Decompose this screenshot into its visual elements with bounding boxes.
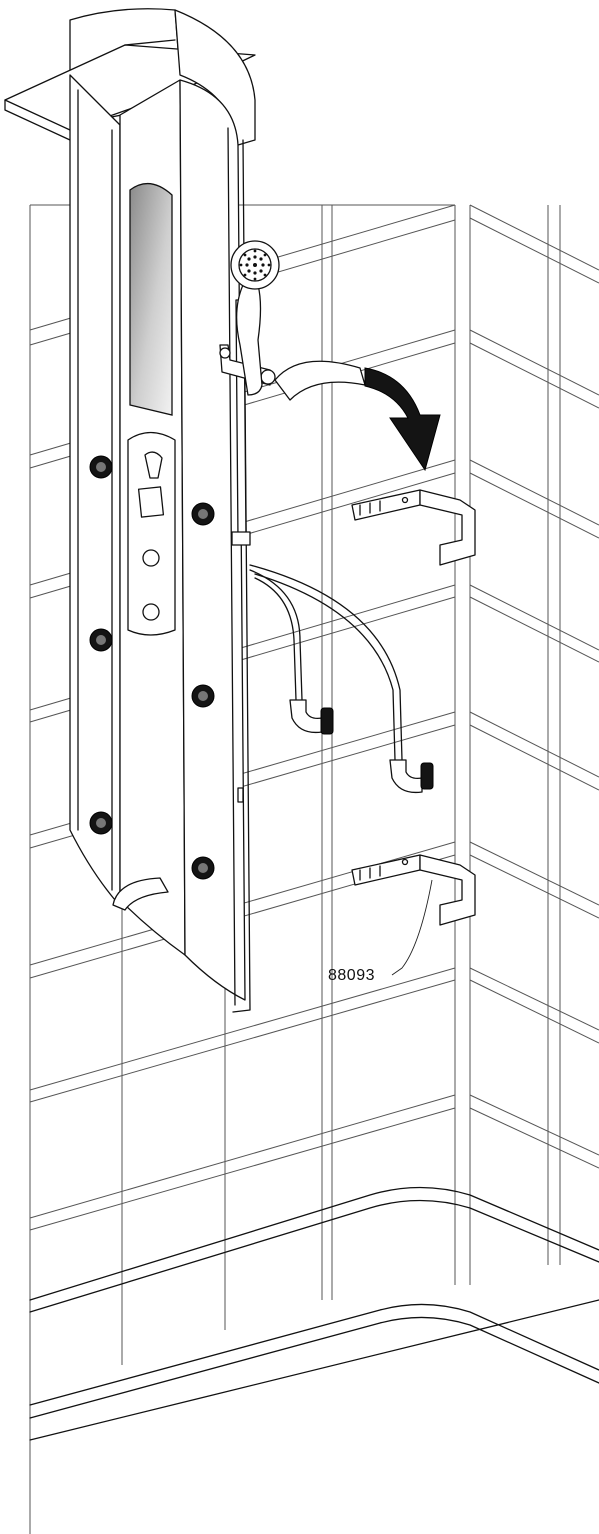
body-jet-2 — [89, 628, 113, 652]
control-knob-upper — [142, 549, 160, 567]
hand-shower-handle — [236, 284, 263, 396]
control-knob-lower — [142, 603, 160, 621]
supply-hoses — [249, 564, 434, 794]
side-slot — [237, 787, 244, 803]
tub-spout — [112, 877, 169, 911]
body-jet-4 — [191, 502, 215, 526]
wall-bracket-upper — [351, 489, 476, 566]
hand-shower-assembly — [219, 240, 280, 546]
elbow-fitting-right — [389, 759, 434, 794]
shower-panel — [4, 8, 256, 1013]
body-jet-5 — [191, 684, 215, 708]
hose-connector — [231, 531, 251, 546]
body-jet-1 — [89, 455, 113, 479]
bathtub — [29, 1186, 599, 1441]
mount-direction-arrow — [274, 360, 441, 472]
mirror-panel — [129, 183, 173, 416]
part-number-label: 88093 — [328, 967, 375, 984]
part-callout: 88093 — [328, 879, 433, 984]
wall-bracket-lower — [351, 854, 476, 926]
elbow-fitting-left — [289, 699, 334, 735]
body-jet-3 — [89, 811, 113, 835]
body-jet-6 — [191, 856, 215, 880]
control-plate — [127, 431, 176, 636]
display-screen — [137, 486, 165, 518]
